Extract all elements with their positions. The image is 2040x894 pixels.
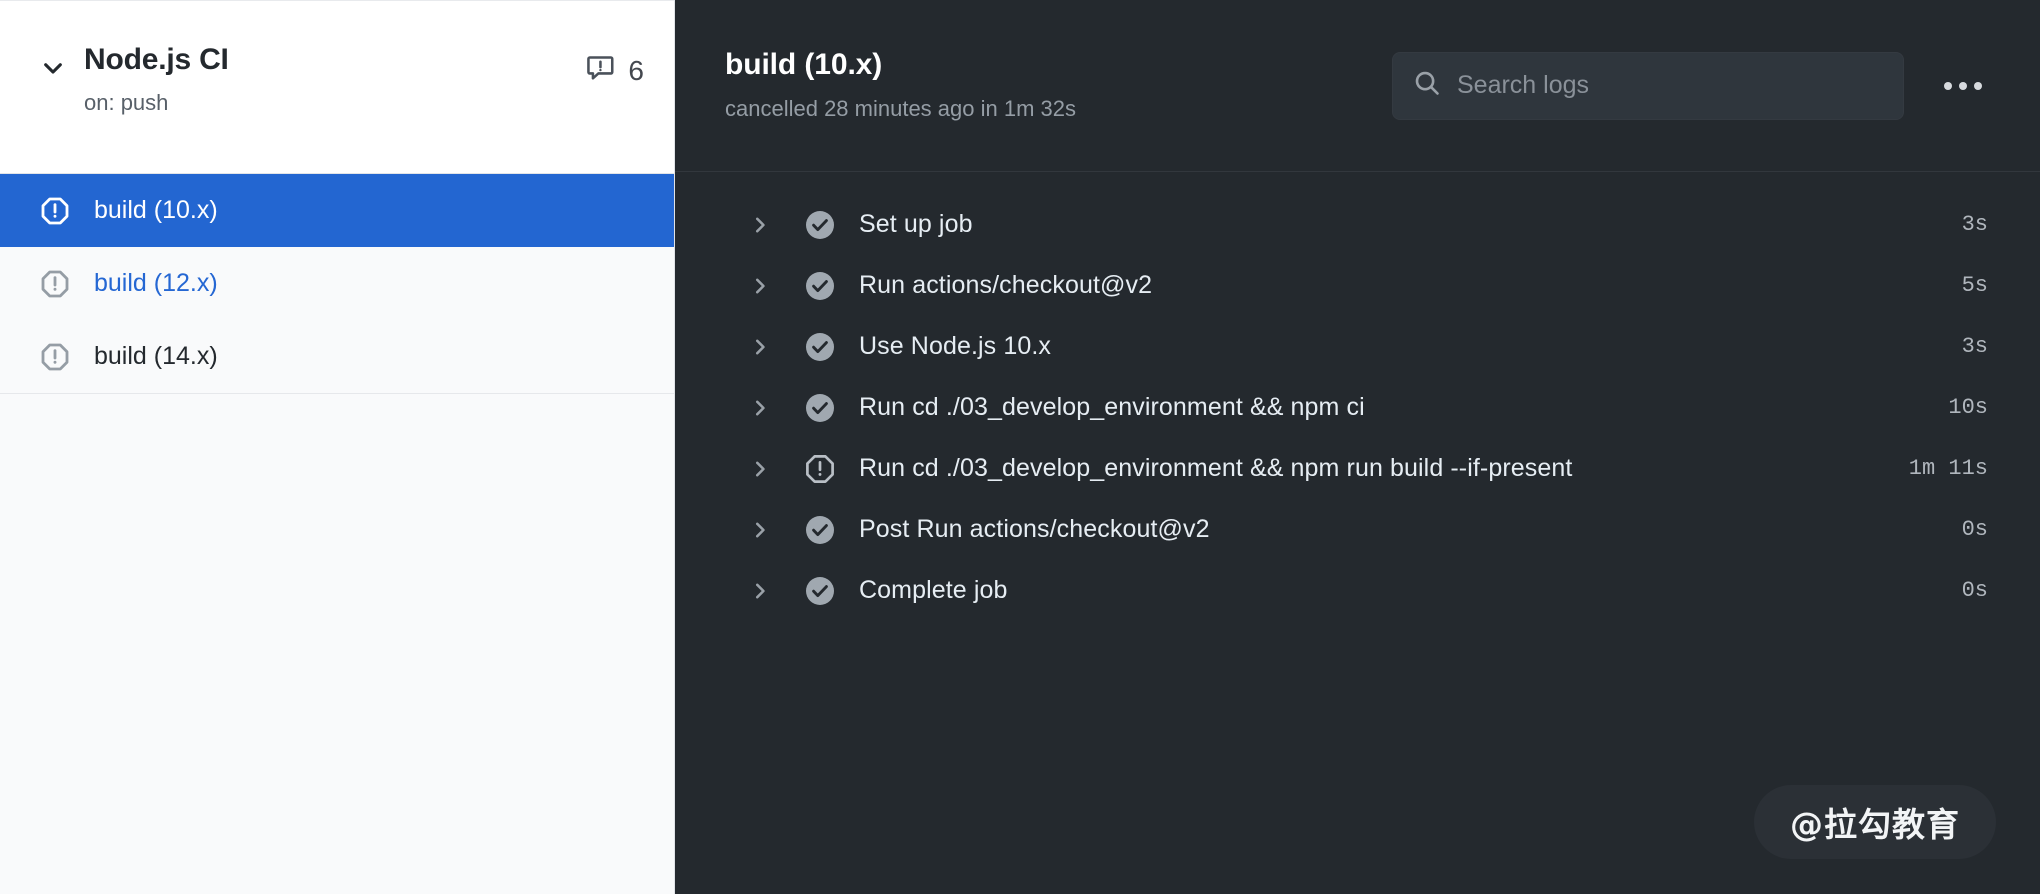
step-label: Set up job: [859, 210, 973, 238]
job-list: build (10.x) build (12.x): [0, 174, 674, 394]
kebab-dot: [1974, 81, 1982, 90]
annotations-badge[interactable]: 6: [586, 53, 644, 88]
log-header: build (10.x) cancelled 28 minutes ago in…: [675, 0, 2040, 172]
check-circle-icon: [803, 574, 837, 608]
chevron-right-icon[interactable]: [747, 273, 773, 299]
step-row[interactable]: Run actions/checkout@v2 5s: [675, 255, 2040, 316]
step-duration: 3s: [1961, 212, 1988, 237]
step-label: Run cd ./03_develop_environment && npm r…: [859, 454, 1573, 482]
step-duration: 1m 11s: [1908, 456, 1988, 481]
step-label: Use Node.js 10.x: [859, 332, 1051, 360]
check-circle-icon: [803, 208, 837, 242]
workflow-header: Node.js CI on: push 6: [0, 0, 674, 174]
check-circle-icon: [803, 513, 837, 547]
job-status-line: cancelled 28 minutes ago in 1m 32s: [725, 96, 1076, 122]
chevron-right-icon[interactable]: [747, 456, 773, 482]
step-label: Run actions/checkout@v2: [859, 271, 1153, 299]
annotation-count: 6: [628, 54, 644, 86]
search-input[interactable]: [1457, 71, 1883, 100]
check-circle-icon: [803, 330, 837, 364]
watermark-badge: @拉勾教育: [1754, 785, 1996, 859]
chevron-right-icon[interactable]: [747, 334, 773, 360]
search-logs-box[interactable]: [1392, 51, 1904, 120]
step-row[interactable]: Use Node.js 10.x 3s: [675, 316, 2040, 377]
check-circle-icon: [803, 269, 837, 303]
workflow-text-column: Node.js CI on: push: [84, 41, 586, 117]
watermark-text: @拉勾教育: [1790, 805, 1960, 844]
job-list-divider: [0, 393, 674, 394]
chevron-down-icon[interactable]: [38, 53, 68, 83]
jobs-sidebar: Node.js CI on: push 6: [0, 0, 675, 894]
octagon-alert-icon: [38, 194, 72, 228]
kebab-horizontal-icon[interactable]: [1938, 61, 1988, 111]
sidebar-job-label: build (10.x): [94, 196, 218, 224]
octagon-alert-icon: [803, 452, 837, 486]
step-duration: 10s: [1948, 395, 1988, 420]
step-row[interactable]: Set up job 3s: [675, 194, 2040, 255]
sidebar-job-build-12x[interactable]: build (12.x): [0, 247, 674, 320]
comment-alert-icon: [586, 53, 616, 88]
step-label: Run cd ./03_develop_environment && npm c…: [859, 393, 1365, 421]
sidebar-job-label: build (14.x): [94, 342, 218, 370]
chevron-right-icon[interactable]: [747, 517, 773, 543]
step-duration: 3s: [1961, 334, 1988, 359]
sidebar-job-build-10x[interactable]: build (10.x): [0, 174, 674, 247]
kebab-dot: [1944, 81, 1952, 90]
job-title: build (10.x): [725, 48, 883, 82]
chevron-right-icon[interactable]: [747, 395, 773, 421]
octagon-alert-icon: [38, 340, 72, 374]
chevron-right-icon[interactable]: [747, 212, 773, 238]
log-header-text: build (10.x) cancelled 28 minutes ago in…: [725, 47, 1392, 124]
workflow-title: Node.js CI: [84, 43, 229, 76]
step-duration: 0s: [1961, 517, 1988, 542]
step-list: Set up job 3s Run actions/checkout@v2 5s: [675, 172, 2040, 894]
step-row[interactable]: Post Run actions/checkout@v2 0s: [675, 499, 2040, 560]
step-row[interactable]: Run cd ./03_develop_environment && npm c…: [675, 377, 2040, 438]
step-row[interactable]: Run cd ./03_develop_environment && npm r…: [675, 438, 2040, 499]
octagon-alert-icon: [38, 267, 72, 301]
check-circle-icon: [803, 391, 837, 425]
search-icon: [1413, 69, 1441, 102]
chevron-right-icon[interactable]: [747, 578, 773, 604]
step-label: Post Run actions/checkout@v2: [859, 515, 1210, 543]
sidebar-job-build-14x[interactable]: build (14.x): [0, 320, 674, 393]
sidebar-empty-space: [0, 394, 674, 894]
step-label: Complete job: [859, 576, 1008, 604]
kebab-dot: [1959, 81, 1967, 90]
step-row[interactable]: Complete job 0s: [675, 560, 2040, 621]
log-panel: build (10.x) cancelled 28 minutes ago in…: [675, 0, 2040, 894]
step-duration: 0s: [1961, 578, 1988, 603]
sidebar-job-label: build (12.x): [94, 269, 218, 297]
step-duration: 5s: [1961, 273, 1988, 298]
workflow-trigger: on: push: [84, 89, 169, 115]
